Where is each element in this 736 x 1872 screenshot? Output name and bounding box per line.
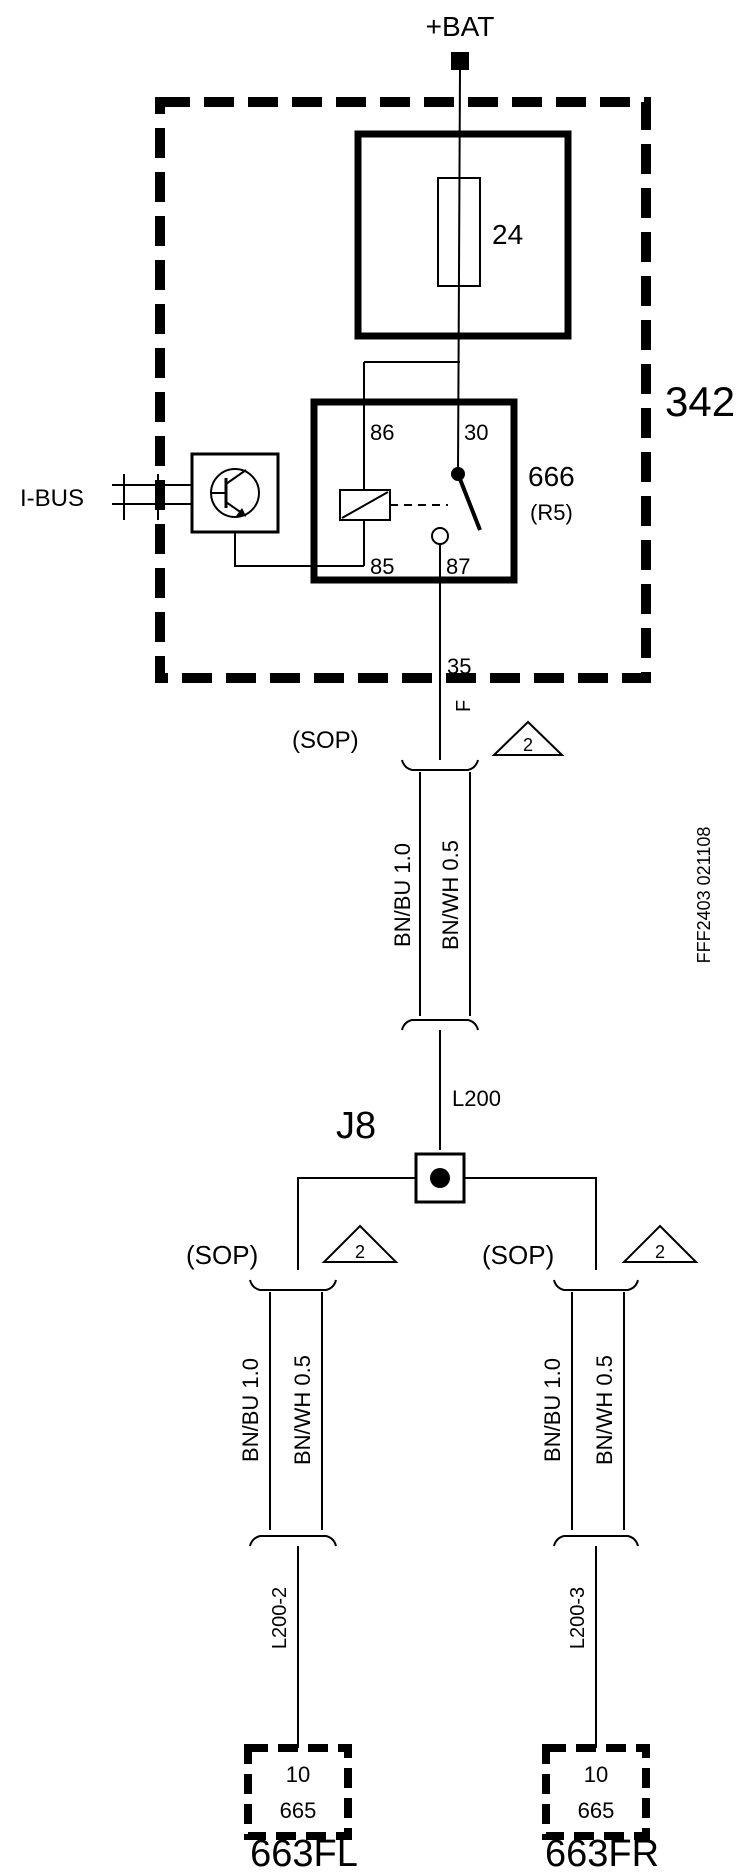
splice-node xyxy=(430,1168,450,1188)
branch-left-wire xyxy=(297,1177,416,1270)
fuse-box xyxy=(354,130,572,340)
supply-terminal xyxy=(451,52,469,70)
note-triangle-left xyxy=(321,1224,399,1263)
note-triangle-top xyxy=(491,720,565,756)
driver-to-coil-wire xyxy=(234,532,364,567)
relay-pin-30: 30 xyxy=(464,420,488,445)
component-right: 663FR xyxy=(545,1833,659,1872)
relay-id: 666 xyxy=(528,461,575,492)
branch-right-wire-b: BN/WH 0.5 xyxy=(592,1355,617,1465)
transistor-icon xyxy=(210,468,260,518)
unit-id: 342 xyxy=(665,378,735,425)
relay-pin-87: 87 xyxy=(446,554,470,579)
fuse-number: 24 xyxy=(492,219,523,250)
connector-left xyxy=(244,1744,352,1840)
supply-label: +BAT xyxy=(426,11,495,42)
output-letter: F xyxy=(453,700,475,712)
note-number-top: 2 xyxy=(523,735,533,755)
circuit-top: L200 xyxy=(452,1086,501,1111)
sop-label-right: (SOP) xyxy=(482,1240,554,1270)
connector-right xyxy=(542,1744,650,1840)
relay-ref: (R5) xyxy=(530,500,573,525)
branch-right-wire xyxy=(464,1177,597,1270)
connector-right-pin: 10 xyxy=(584,1762,608,1787)
supply-wire xyxy=(457,69,461,473)
relay-contact-87 xyxy=(431,527,449,545)
note-triangle-right xyxy=(621,1224,699,1263)
sop-label-left: (SOP) xyxy=(186,1240,258,1270)
connector-left-id: 665 xyxy=(280,1798,317,1823)
bus-driver-box xyxy=(190,452,280,534)
harness-top-wire-b: BN/WH 0.5 xyxy=(438,840,463,950)
control-unit-box xyxy=(155,97,651,683)
note-number-right: 2 xyxy=(655,1242,665,1262)
bus-label: I-BUS xyxy=(20,485,84,512)
connector-right-id: 665 xyxy=(578,1798,615,1823)
relay-coil-diagonal xyxy=(341,491,389,519)
drawing-id: FFF2403 021108 xyxy=(694,827,714,964)
sop-label-top: (SOP) xyxy=(292,727,359,754)
relay-pin-86: 86 xyxy=(370,420,394,445)
relay-box xyxy=(310,398,518,584)
branch-right-wire-a: BN/BU 1.0 xyxy=(540,1358,565,1462)
component-left: 663FL xyxy=(250,1833,358,1872)
splice-id: J8 xyxy=(336,1105,376,1147)
note-number-left: 2 xyxy=(355,1242,365,1262)
harness-top-wire-a: BN/BU 1.0 xyxy=(390,843,415,947)
circuit-right: L200-3 xyxy=(567,1587,589,1649)
connector-left-pin: 10 xyxy=(286,1762,310,1787)
branch-left-wire-a: BN/BU 1.0 xyxy=(238,1358,263,1462)
switch-contact xyxy=(456,473,482,531)
relay-pin-85: 85 xyxy=(370,554,394,579)
output-pin: 35 xyxy=(447,654,471,679)
circuit-left: L200-2 xyxy=(269,1587,291,1649)
branch-left-wire-b: BN/WH 0.5 xyxy=(290,1355,315,1465)
